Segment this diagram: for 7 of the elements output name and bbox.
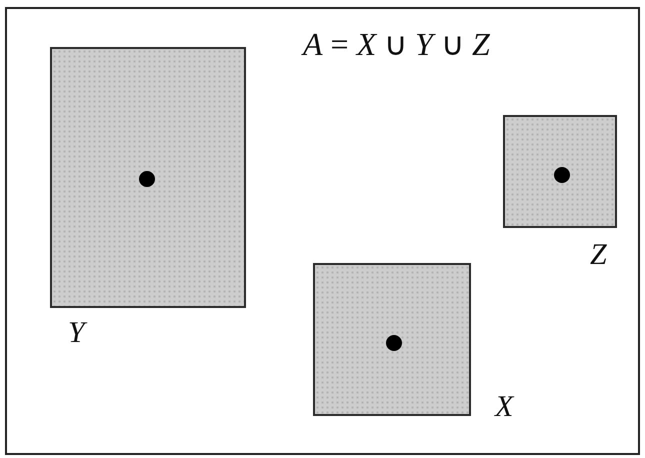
shaded-box (503, 115, 617, 228)
set-equation: A = X ∪ Y ∪ Z (303, 28, 490, 60)
set-label: Z (590, 240, 607, 270)
set-label: X (495, 392, 514, 422)
set-label: Y (68, 318, 85, 348)
shaded-box (313, 263, 471, 416)
shaded-box (50, 47, 246, 308)
